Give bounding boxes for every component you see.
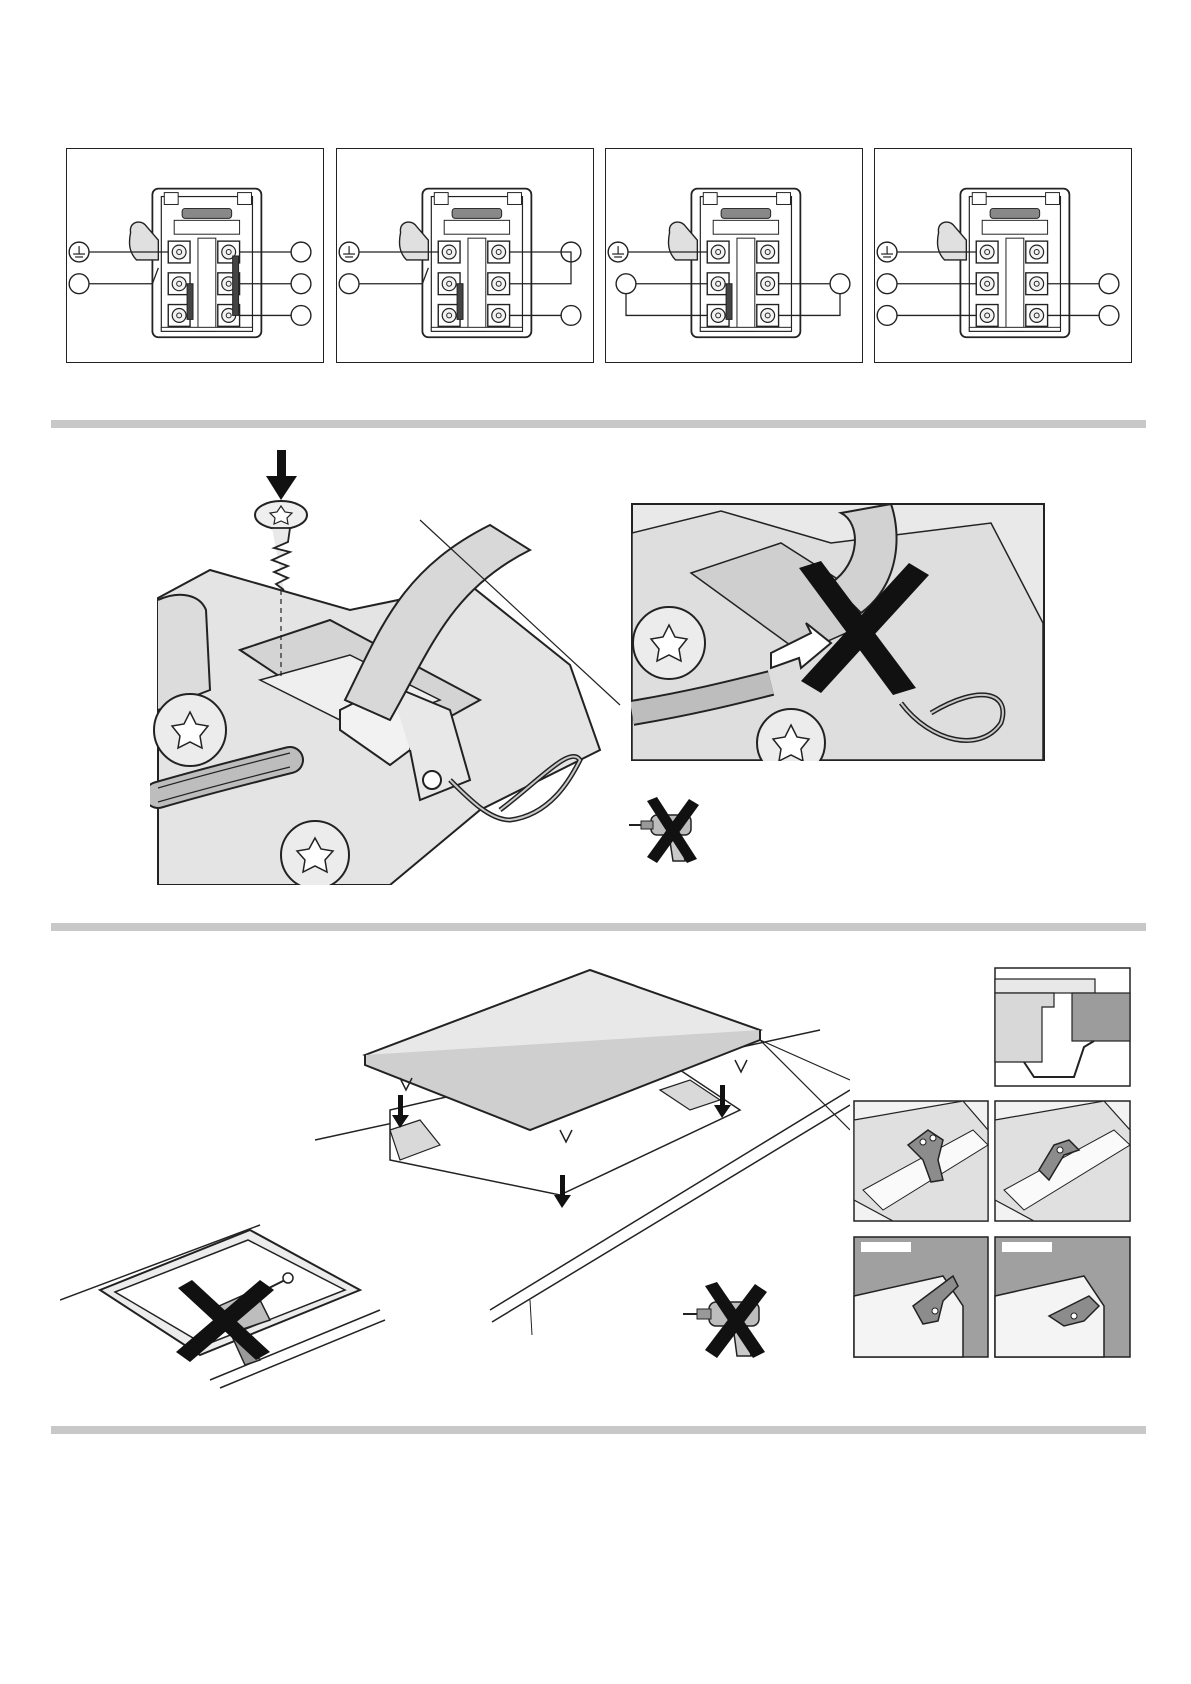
terminal-screw-icon — [757, 273, 779, 295]
section-divider-3 — [51, 1426, 1146, 1434]
cable-clamp-illustration — [150, 450, 650, 885]
wire-terminal-marker — [830, 274, 850, 294]
bridge-link — [457, 284, 463, 320]
wiring-panel-2 — [336, 148, 594, 363]
wire-terminal-marker — [1099, 274, 1119, 294]
earth-symbol-icon — [69, 242, 89, 262]
terminal-screw-icon — [281, 821, 349, 885]
terminal-block-diagram — [337, 149, 593, 362]
wire-terminal-marker — [291, 306, 311, 326]
terminal-block-diagram — [606, 149, 862, 362]
wiring-panel-3 — [605, 148, 863, 363]
terminal-screw-icon — [976, 273, 998, 295]
terminal-screw-icon — [154, 694, 226, 766]
terminal-screw-icon — [1026, 241, 1048, 263]
wire-terminal-marker — [291, 242, 311, 262]
terminal-screw-icon — [757, 241, 779, 263]
wire-terminal-marker — [69, 274, 89, 294]
terminal-screw-icon — [438, 241, 460, 263]
wire-terminal-marker — [616, 274, 636, 294]
wire-terminal-marker — [561, 306, 581, 326]
wire-terminal-marker — [877, 274, 897, 294]
earth-symbol-icon — [608, 242, 628, 262]
section-divider-2 — [51, 923, 1146, 931]
bracket-clip-detail-1 — [853, 1100, 989, 1222]
bridge-link — [187, 284, 193, 320]
terminal-screw-icon — [168, 241, 190, 263]
terminal-screw-icon — [488, 305, 510, 327]
bridge-link — [233, 256, 239, 315]
terminal-screw-icon — [976, 241, 998, 263]
section-divider-1 — [51, 420, 1146, 428]
bracket-clip-detail-2 — [994, 1100, 1131, 1222]
earth-symbol-icon — [339, 242, 359, 262]
clamp-detail-box — [631, 503, 1045, 761]
screw-icon — [255, 501, 307, 590]
terminal-screw-icon — [976, 305, 998, 327]
hob-edge-section-detail — [994, 967, 1131, 1087]
wire-terminal-marker — [339, 274, 359, 294]
wire-terminal-marker — [1099, 306, 1119, 326]
down-arrow-icon — [266, 450, 297, 500]
bracket-clip-detail-3 — [853, 1236, 989, 1358]
bridge-link — [726, 284, 732, 320]
no-power-drill-icon — [629, 795, 713, 865]
terminal-screw-icon — [633, 607, 705, 679]
wiring-panel-4 — [874, 148, 1132, 363]
no-power-drill-icon — [683, 1280, 783, 1360]
wire-line — [359, 268, 428, 284]
terminal-screw-icon — [488, 241, 510, 263]
bracket-clip-detail-4 — [994, 1236, 1131, 1358]
terminal-screw-icon — [488, 273, 510, 295]
wire-line — [89, 268, 158, 284]
wire-terminal-marker — [291, 274, 311, 294]
wiring-panel-1 — [66, 148, 324, 363]
terminal-screw-icon — [1026, 273, 1048, 295]
earth-symbol-icon — [877, 242, 897, 262]
terminal-block-diagram — [67, 149, 323, 362]
terminal-block-diagram — [875, 149, 1131, 362]
terminal-screw-icon — [757, 305, 779, 327]
wire-terminal-marker — [877, 306, 897, 326]
terminal-screw-icon — [1026, 305, 1048, 327]
terminal-screw-icon — [707, 241, 729, 263]
